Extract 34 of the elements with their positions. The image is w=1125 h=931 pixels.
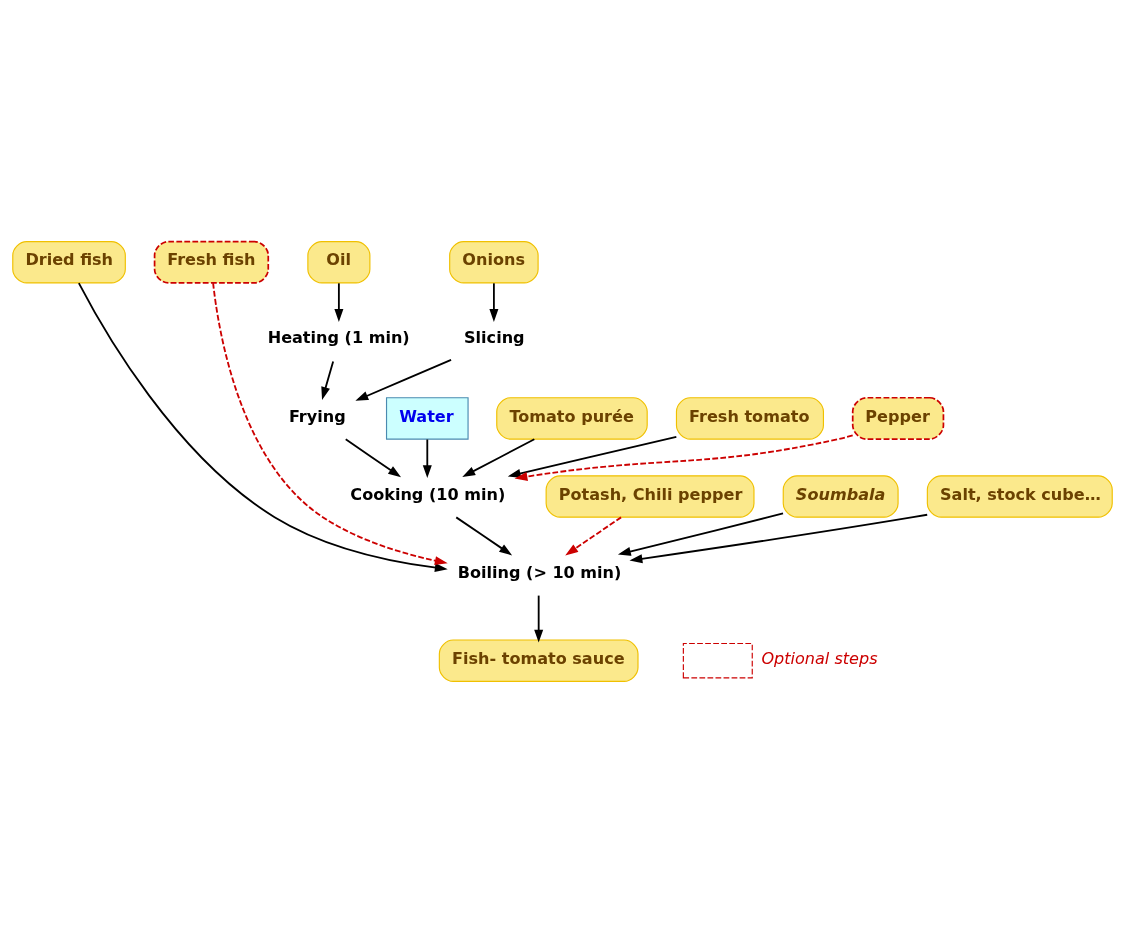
arrow — [534, 594, 544, 643]
arrow — [629, 513, 929, 564]
node-box: Pepper — [851, 396, 945, 440]
arrow — [321, 360, 335, 400]
arrow — [355, 358, 452, 401]
arrow — [422, 438, 432, 479]
node-box: Salt, stock cube… — [926, 475, 1113, 518]
node-box: Fresh fish — [153, 240, 270, 284]
node-text: Frying — [288, 406, 346, 426]
node-text: Slicing — [464, 328, 525, 348]
arrow — [617, 512, 784, 556]
arrow — [507, 435, 678, 478]
arrow — [77, 282, 448, 573]
node-box: Fish- tomato sauce — [438, 639, 639, 682]
node-box: Water — [385, 397, 469, 440]
node-text: Boiling (> 10 min) — [457, 562, 622, 582]
node-box: Oil — [307, 241, 371, 284]
node-text: Heating (1 min) — [267, 328, 410, 348]
node-box: Dried fish — [12, 241, 126, 284]
arrow — [462, 438, 536, 478]
node-box: Tomato purée — [496, 397, 648, 440]
node-box: Soumbala — [782, 475, 899, 518]
arrow — [455, 516, 513, 556]
arrow — [344, 438, 402, 478]
arrow — [212, 282, 448, 566]
arrow — [489, 282, 499, 322]
node-box: Onions — [449, 241, 539, 284]
node-box: Potash, Chili pepper — [545, 475, 755, 518]
node-text: Cooking (10 min) — [350, 484, 506, 504]
arrow — [334, 282, 344, 322]
arrow — [565, 516, 622, 556]
legend-label: Optional steps — [761, 648, 878, 668]
arrow — [514, 434, 854, 481]
node-box: Fresh tomato — [675, 397, 824, 440]
